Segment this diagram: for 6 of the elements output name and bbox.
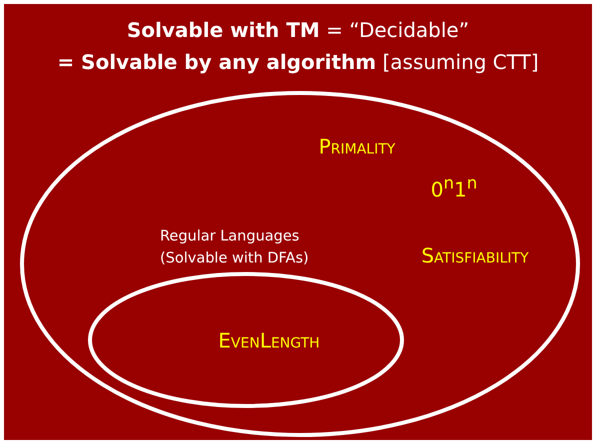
set-label: Satisfiability	[421, 242, 529, 270]
title: Solvable with TM = “Decidable” = Solvable by any algorithm [assuming CTT]	[56, 17, 540, 76]
set-label: 0$^{n}$1$^{n}$	[430, 172, 478, 204]
set-label: Regular Languages (Solvable with DFAs)	[160, 228, 310, 269]
set-label: EvenLength	[218, 328, 320, 354]
set-label: Primality	[318, 134, 396, 160]
